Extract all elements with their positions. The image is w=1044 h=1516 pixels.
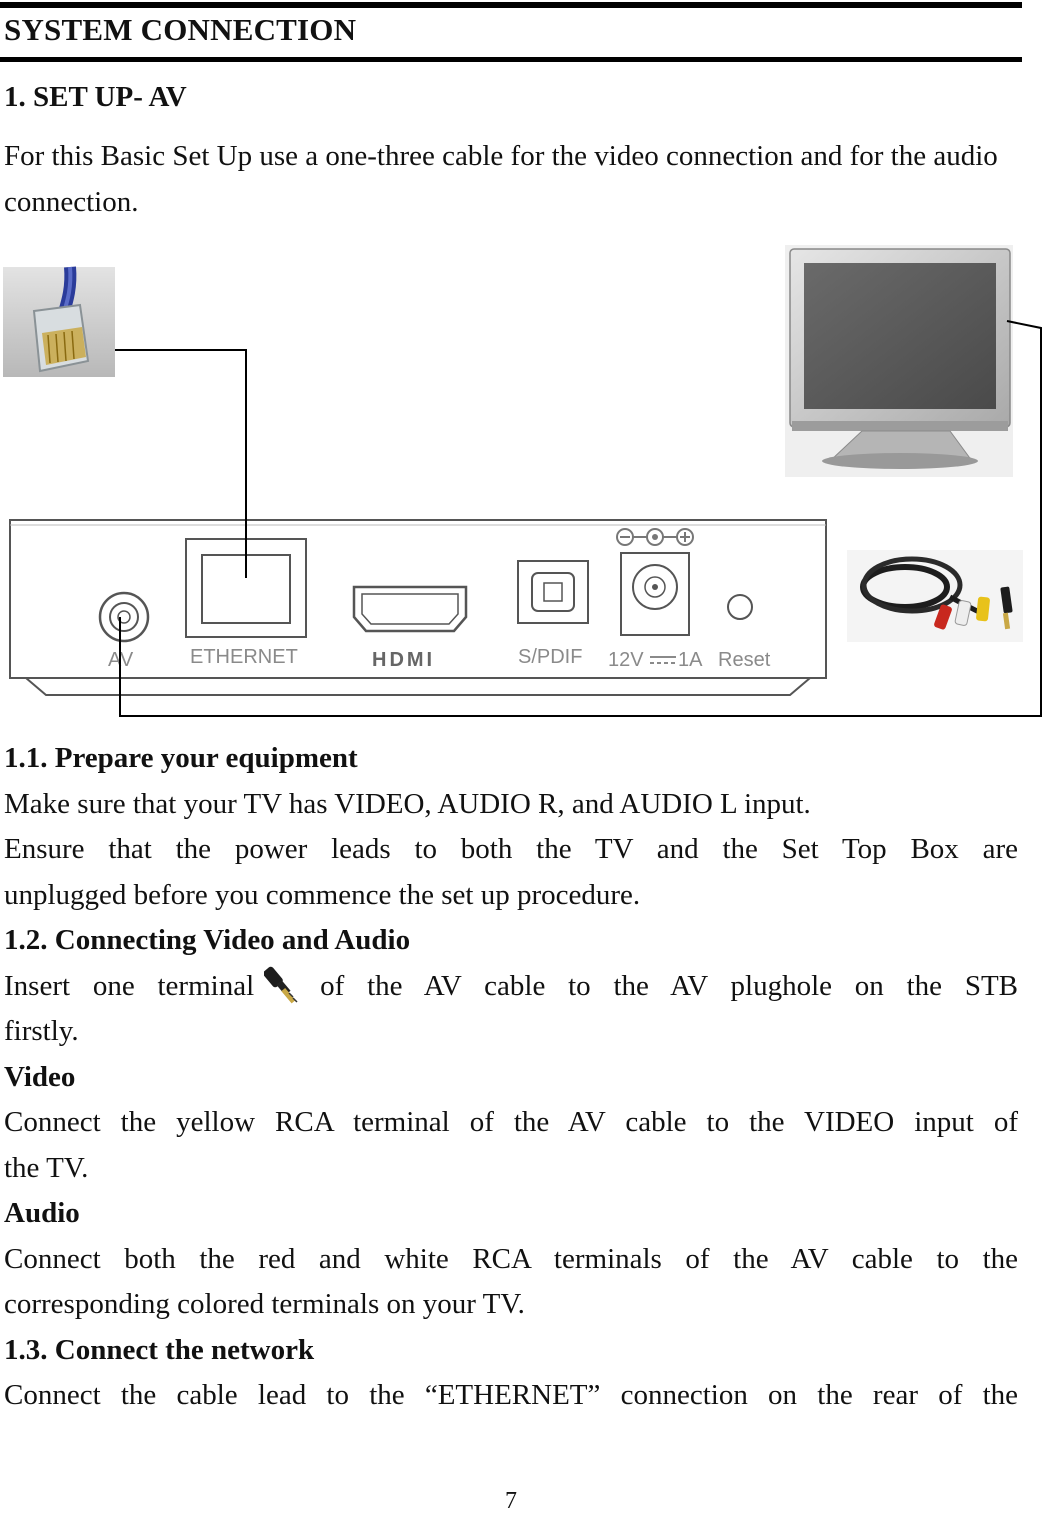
connect-av-line-1-after: of the AV cable to the AV plughole on th… xyxy=(320,969,1019,1002)
connect-av-line-1-before: Insert one terminal xyxy=(4,969,255,1002)
connect-av-line-1: Insert one terminal of the AV cable to th… xyxy=(4,964,1018,1010)
video-line-b: the TV. xyxy=(4,1151,89,1184)
ethernet-plug-image xyxy=(3,266,115,377)
prepare-line-2a: Ensure that the power leads to both the … xyxy=(4,833,1018,865)
page-number: 7 xyxy=(505,1488,517,1514)
prepare-line-2b: unplugged before you commence the set up… xyxy=(4,878,641,911)
ethernet-port-label: ETHERNET xyxy=(190,646,298,668)
spdif-port xyxy=(517,560,589,624)
reset-button xyxy=(727,594,753,620)
polarity-symbol xyxy=(616,528,694,546)
setup-heading: 1. SET UP- AV xyxy=(4,81,187,113)
video-heading: Video xyxy=(4,1060,76,1093)
setup-intro: For this Basic Set Up use a one-three ca… xyxy=(4,140,998,218)
hdmi-logo: HDMI xyxy=(372,649,435,671)
prepare-line-1: Make sure that your TV has VIDEO, AUDIO … xyxy=(4,787,811,820)
prepare-heading: 1.1. Prepare your equipment xyxy=(4,742,358,774)
network-heading: 1.3. Connect the network xyxy=(4,1333,315,1366)
connection-diagram: AV ETHERNET HDMI S/PDIF xyxy=(3,245,1042,717)
top-rule xyxy=(0,2,1022,8)
instructions: 1.1. Prepare your equipment Make sure th… xyxy=(4,736,1018,1419)
audio-line-b: corresponding colored terminals on your … xyxy=(4,1288,525,1320)
spdif-port-label: S/PDIF xyxy=(518,646,582,668)
ethernet-connection-line xyxy=(115,349,247,578)
video-line-a: Connect the yellow RCA terminal of the A… xyxy=(4,1106,1018,1138)
reset-label: Reset xyxy=(718,649,771,671)
power-voltage-label: 12V xyxy=(608,649,644,671)
title-underline xyxy=(0,57,1022,62)
audio-heading: Audio xyxy=(4,1197,80,1229)
stb-rear-panel: AV ETHERNET HDMI S/PDIF xyxy=(9,519,827,696)
av-connection-line xyxy=(119,320,1042,717)
connect-av-heading: 1.2. Connecting Video and Audio xyxy=(4,924,411,956)
hdmi-port xyxy=(352,585,468,633)
dc-symbol xyxy=(650,656,676,664)
av-cable-image xyxy=(847,550,1023,642)
network-line-1: Connect the cable lead to the “ETHERNET”… xyxy=(4,1379,1018,1411)
audio-line-a: Connect both the red and white RCA termi… xyxy=(4,1242,1018,1275)
power-current-label: 1A xyxy=(678,649,703,671)
connect-av-line-1-end: firstly. xyxy=(4,1015,79,1047)
audio-plug-icon xyxy=(263,965,310,1009)
power-port xyxy=(620,552,690,636)
section-title: SYSTEM CONNECTION xyxy=(4,12,357,47)
tv-image xyxy=(785,245,1013,477)
